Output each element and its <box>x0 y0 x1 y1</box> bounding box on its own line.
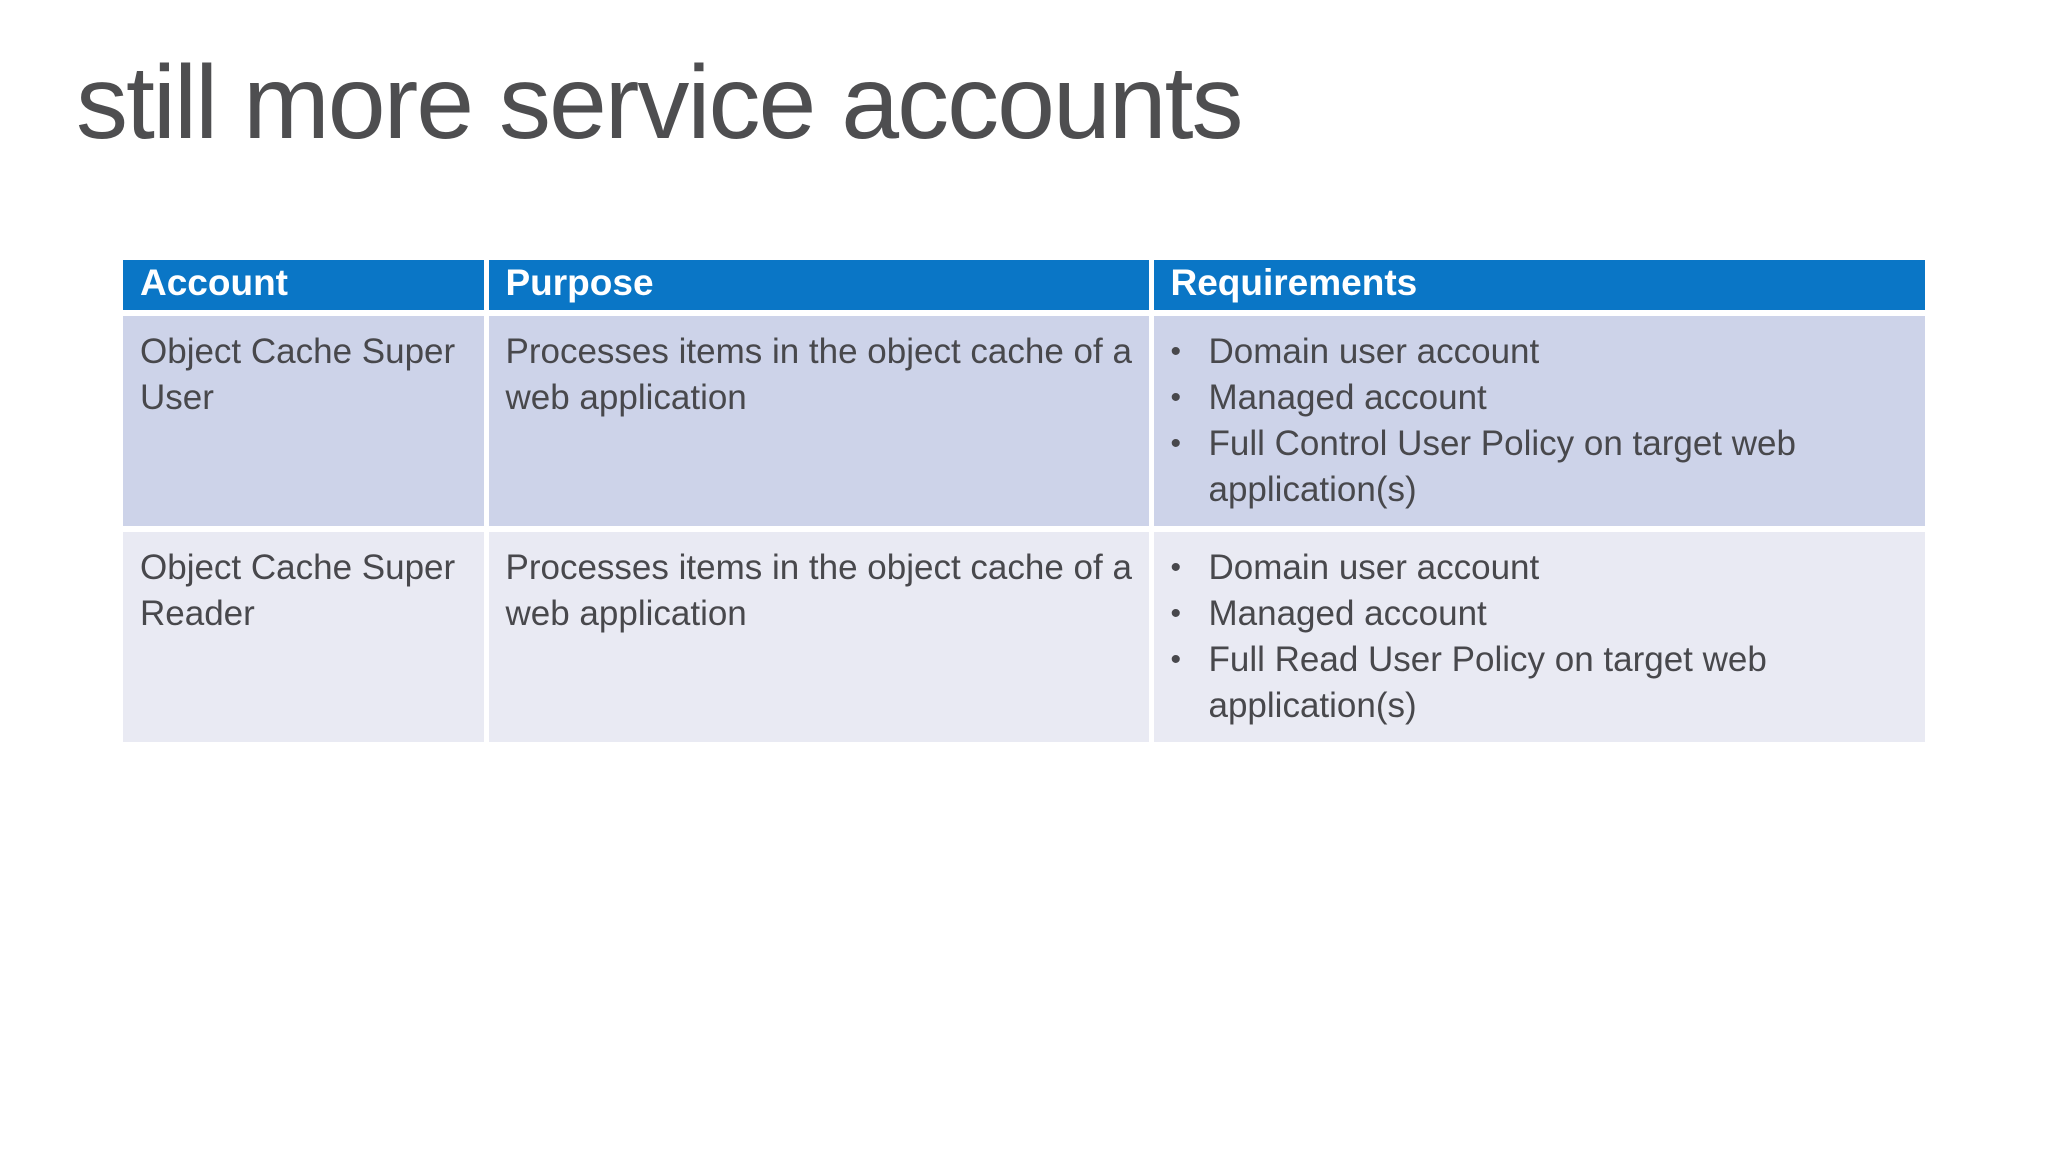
bullet-icon: • <box>1170 381 1182 414</box>
requirement-item: • Managed account <box>1171 591 1912 637</box>
requirements-cell: • Domain user account • Managed account … <box>1151 313 1925 532</box>
header-cell-purpose: Purpose <box>486 260 1154 316</box>
bullet-icon: • <box>1170 551 1182 584</box>
slide-title: still more service accounts <box>76 45 1244 161</box>
purpose-cell: Processes items in the object cache of a… <box>486 313 1154 532</box>
requirement-item: • Full Read User Policy on target web ap… <box>1171 637 1912 729</box>
requirement-text: Domain user account <box>1208 548 1540 587</box>
purpose-cell: Processes items in the object cache of a… <box>486 529 1154 742</box>
requirement-item: • Managed account <box>1171 375 1912 421</box>
service-accounts-table: Account Purpose Requirements Object Cach… <box>123 260 1925 742</box>
requirement-text: Managed account <box>1208 594 1487 633</box>
header-cell-requirements: Requirements <box>1151 260 1925 316</box>
requirement-item: • Domain user account <box>1171 329 1912 375</box>
bullet-icon: • <box>1170 335 1182 368</box>
requirements-list: • Domain user account • Managed account … <box>1171 545 1912 729</box>
requirements-list: • Domain user account • Managed account … <box>1171 329 1912 513</box>
header-cell-account: Account <box>123 260 489 316</box>
account-cell: Object Cache Super Reader <box>123 529 489 742</box>
requirements-cell: • Domain user account • Managed account … <box>1151 529 1925 742</box>
table-header-row: Account Purpose Requirements <box>123 260 1925 316</box>
bullet-icon: • <box>1170 427 1182 460</box>
requirement-item: • Domain user account <box>1171 545 1912 591</box>
requirement-text: Full Read User Policy on target web appl… <box>1208 640 1767 725</box>
bullet-icon: • <box>1170 643 1182 676</box>
requirement-text: Domain user account <box>1208 332 1540 371</box>
bullet-icon: • <box>1170 597 1182 630</box>
table-row: Object Cache Super User Processes items … <box>123 313 1925 532</box>
requirement-item: • Full Control User Policy on target web… <box>1171 421 1912 513</box>
account-cell: Object Cache Super User <box>123 313 489 532</box>
requirement-text: Managed account <box>1208 378 1487 417</box>
table-row: Object Cache Super Reader Processes item… <box>123 529 1925 742</box>
requirement-text: Full Control User Policy on target web a… <box>1208 424 1796 509</box>
